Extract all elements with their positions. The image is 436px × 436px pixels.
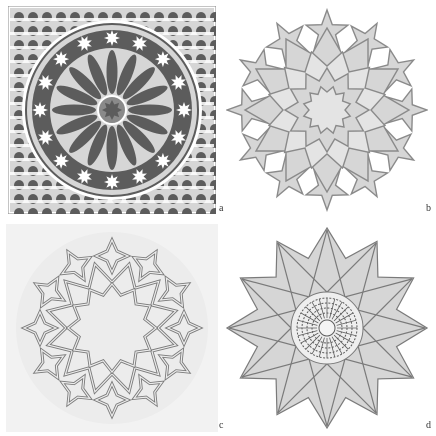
panel-label-c: c [219, 421, 223, 431]
panel-d [226, 224, 428, 432]
panel-label-a: a [219, 204, 223, 214]
panel-label-d: d [426, 421, 431, 431]
interlace-rosette-icon [6, 224, 218, 432]
panel-b [226, 6, 428, 214]
star-polygon-rosette-icon [226, 224, 428, 432]
rosette-tile-icon [8, 6, 216, 214]
panel-c [6, 224, 218, 432]
star-rosette-icon [226, 6, 428, 214]
panel-label-b: b [426, 204, 431, 214]
panel-a [8, 6, 216, 214]
